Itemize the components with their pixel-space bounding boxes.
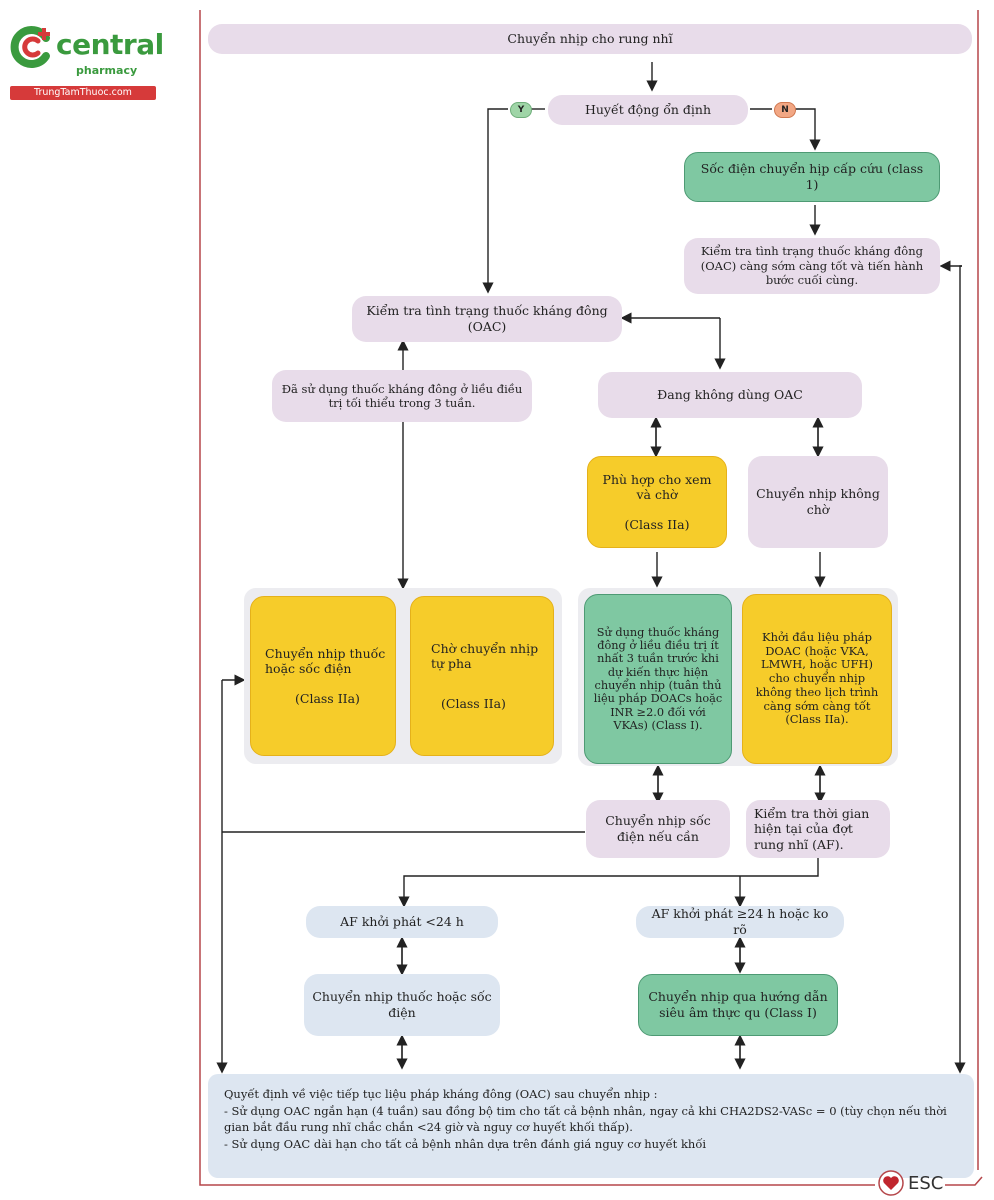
wait-see-class: (Class IIa) <box>624 516 690 532</box>
final-line-1: Quyết định về việc tiếp tục liệu pháp kh… <box>224 1087 658 1101</box>
node-af-ge24: AF khởi phát ≥24 h hoặc ko rõ <box>636 906 844 938</box>
logo-site: TrungTamThuoc.com <box>10 86 156 100</box>
logo-icon <box>10 26 50 68</box>
final-decision: Quyết định về việc tiếp tục liệu pháp kh… <box>208 1074 974 1178</box>
node-tee-guided: Chuyển nhịp qua hướng dẫn siêu âm thực q… <box>638 974 838 1036</box>
node-hemodynamic-stable: Huyết động ổn định <box>548 95 748 125</box>
logo-sub: pharmacy <box>76 64 138 77</box>
node-used-oac: Đã sử dụng thuốc kháng đông ở liều điều … <box>272 370 532 422</box>
node-title: Chuyển nhịp cho rung nhĩ <box>208 24 972 54</box>
node-pharm-cardioversion: Chuyển nhịp thuốc hoặc sốc điện (Class I… <box>250 596 396 756</box>
esc-label: ESC <box>908 1173 944 1194</box>
pharm-cardio-class: (Class IIa) <box>295 690 360 706</box>
final-line-3: - Sử dụng OAC dài hạn cho tất cả bệnh nh… <box>224 1137 707 1152</box>
node-emergency-shock: Sốc điện chuyển hịp cấp cứu (class 1) <box>684 152 940 202</box>
node-shock-if-needed: Chuyển nhịp sốc điện nếu cần <box>586 800 730 858</box>
logo: central pharmacy TrungTamThuoc.com <box>8 24 164 102</box>
heart-icon <box>878 1170 904 1196</box>
spont-class: (Class IIa) <box>441 695 506 711</box>
node-check-oac-urgent: Kiểm tra tình trạng thuốc kháng đông (OA… <box>684 238 940 294</box>
node-check-af-time: Kiểm tra thời gian hiện tại của đợt rung… <box>746 800 890 858</box>
node-af-lt24: AF khởi phát <24 h <box>306 906 498 938</box>
wait-see-label: Phù hợp cho xem và chờ <box>602 471 712 503</box>
final-line-2: - Sử dụng OAC ngắn hạn (4 tuần) sau đồng… <box>224 1103 947 1135</box>
no-badge: N <box>774 102 796 118</box>
node-wait-and-see: Phù hợp cho xem và chờ (Class IIa) <box>587 456 727 548</box>
node-oac-3-weeks: Sử dụng thuốc kháng đông ở liều điều trị… <box>584 594 732 764</box>
node-spontaneous: Chờ chuyển nhịp tự pha (Class IIa) <box>410 596 554 756</box>
node-not-on-oac: Đang không dùng OAC <box>598 372 862 418</box>
node-check-oac: Kiểm tra tình trạng thuốc kháng đông (OA… <box>352 296 622 342</box>
node-start-doac: Khởi đầu liệu pháp DOAC (hoặc VKA, LMWH,… <box>742 594 892 764</box>
pharm-cardio-label: Chuyển nhịp thuốc hoặc sốc điện <box>265 645 386 677</box>
spont-label: Chờ chuyển nhịp tự pha <box>431 640 539 672</box>
node-pharm-cardioversion-2: Chuyển nhịp thuốc hoặc sốc điện <box>304 974 500 1036</box>
node-no-wait: Chuyển nhịp không chờ <box>748 456 888 548</box>
logo-brand: central <box>56 28 164 61</box>
esc-logo: ESC <box>878 1170 948 1198</box>
yes-badge: Y <box>510 102 532 118</box>
